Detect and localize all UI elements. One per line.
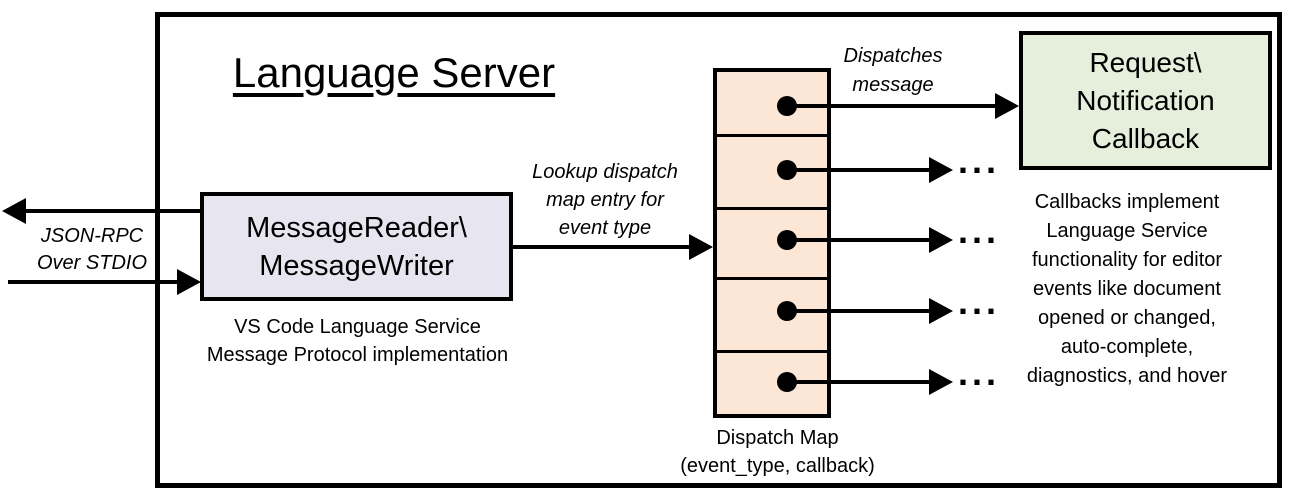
dispatch-cell-divider: [713, 277, 831, 280]
json-rpc-in-arrowhead-icon: [177, 269, 201, 295]
dispatch-cell-divider: [713, 134, 831, 137]
dispatch-map: [713, 68, 831, 418]
dispatches-message-label: Dispatches message: [843, 45, 943, 96]
lookup-arrow-shaft: [513, 245, 691, 249]
dispatch-arrow-shaft: [787, 380, 930, 384]
dispatch-arrow-shaft: [787, 309, 930, 313]
dispatch-arrowhead-icon: [929, 369, 953, 395]
language-server-box: [155, 12, 1282, 488]
request-notification-callback-box: Request\ Notification Callback: [1019, 31, 1272, 170]
dispatch-cell-divider: [713, 350, 831, 353]
json-rpc-in-arrow-shaft: [8, 280, 178, 284]
message-box-caption: VS Code Language Service Message Protoco…: [206, 316, 509, 366]
lookup-arrowhead-icon: [689, 234, 713, 260]
lookup-dispatch-label: Lookup dispatch map entry for event type: [532, 161, 678, 239]
dispatch-arrowhead-icon: [929, 157, 953, 183]
json-rpc-out-arrowhead-icon: [2, 198, 26, 224]
dispatch-map-caption: Dispatch Map (event_type, callback): [680, 427, 875, 477]
more-callbacks-ellipsis: ...: [958, 352, 1001, 393]
dispatch-arrowhead-icon: [929, 298, 953, 324]
diagram-title: Language Server: [232, 49, 556, 96]
dispatch-arrowhead-icon: [995, 93, 1019, 119]
json-rpc-out-arrow-shaft: [24, 209, 200, 213]
dispatch-arrowhead-icon: [929, 227, 953, 253]
callbacks-description: Callbacks implement Language Service fun…: [1026, 191, 1228, 387]
dispatch-arrow-shaft: [787, 238, 930, 242]
more-callbacks-ellipsis: ...: [958, 210, 1001, 251]
message-reader-writer-box: MessageReader\ MessageWriter: [200, 192, 513, 301]
more-callbacks-ellipsis: ...: [958, 140, 1001, 181]
json-rpc-over-stdio-label: JSON-RPC Over STDIO: [36, 225, 147, 274]
dispatch-arrow-shaft: [787, 168, 930, 172]
more-callbacks-ellipsis: ...: [958, 281, 1001, 322]
dispatch-cell-divider: [713, 207, 831, 210]
dispatch-arrow-shaft: [787, 104, 996, 108]
